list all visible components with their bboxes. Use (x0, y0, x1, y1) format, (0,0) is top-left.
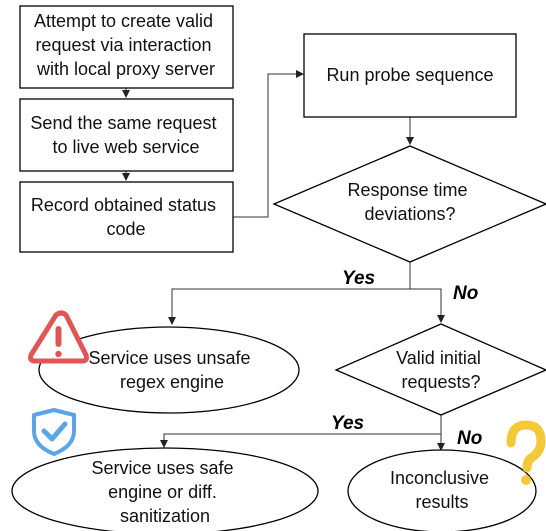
node-send-request-line-2: to live web service (52, 137, 199, 157)
node-attempt-request-line-3: with local proxy server (36, 59, 215, 79)
terminal-unsafe-regex: Service uses unsafe regex engine (38, 326, 300, 414)
edge-valid-yes (160, 415, 442, 448)
node-send-request: Send the same request to live web servic… (19, 98, 234, 172)
decision-valid-requests-line-2: requests? (401, 372, 480, 392)
svg-text:Record obtained status c: Record obtained status code (31, 195, 221, 239)
node-send-request-line-1: Send the same request (30, 113, 216, 133)
node-record-status-line-1: Record obtained status (31, 195, 216, 215)
svg-text:Attempt to create valid: Attempt to create valid request via inte… (34, 11, 218, 79)
terminal-safe-engine-line-2: engine or diff. (108, 482, 217, 502)
label-deviation-no: No (453, 283, 478, 304)
edges (122, 70, 445, 451)
decision-valid-requests: Valid initial requests? (334, 323, 546, 416)
label-deviation-yes: Yes (342, 268, 375, 289)
node-record-status: Record obtained status code (19, 181, 234, 253)
svg-text:Send the same request to: Send the same request to live web servic… (30, 113, 221, 157)
terminal-unsafe-regex-line-2: regex engine (120, 372, 224, 392)
decision-response-deviation-line-1: Response time (347, 180, 467, 200)
decision-valid-requests-line-1: Valid initial (396, 348, 481, 368)
edge-deviation-no (410, 288, 445, 323)
node-attempt-request: Attempt to create valid request via inte… (19, 5, 234, 89)
terminal-safe-engine: Service uses safe engine or diff. saniti… (11, 447, 319, 531)
svg-text:Response time deviations: Response time deviations? (347, 180, 472, 224)
node-run-probe-line-1: Run probe sequence (326, 65, 493, 85)
label-valid-no: No (457, 428, 482, 449)
decision-response-deviation-line-2: deviations? (364, 204, 455, 224)
svg-text:Service uses unsafe rege: Service uses unsafe regex engine (88, 348, 255, 392)
node-record-status-line-2: code (106, 219, 145, 239)
terminal-inconclusive-line-2: results (415, 492, 468, 512)
shield-check-icon (32, 408, 76, 456)
terminal-safe-engine-line-1: Service uses safe (91, 458, 233, 478)
svg-text:Service uses safe engine: Service uses safe engine or diff. saniti… (91, 458, 238, 526)
edge-record-to-probe (233, 70, 304, 218)
terminal-inconclusive-line-1: Inconclusive (390, 468, 489, 488)
decision-response-deviation: Response time deviations? (272, 145, 546, 263)
svg-text:Inconclusive results: Inconclusive results (390, 468, 494, 512)
node-attempt-request-line-1: Attempt to create valid (34, 11, 213, 31)
node-attempt-request-line-2: request via interaction (35, 35, 211, 55)
label-valid-yes: Yes (331, 413, 364, 434)
terminal-safe-engine-line-3: sanitization (120, 506, 210, 526)
question-mark-icon (506, 420, 546, 485)
svg-text:Valid initial requests?: Valid initial requests? (396, 348, 486, 392)
edge-deviation-yes (168, 288, 410, 325)
terminal-unsafe-regex-line-1: Service uses unsafe (88, 348, 250, 368)
node-run-probe: Run probe sequence (303, 33, 517, 118)
terminal-inconclusive: Inconclusive results (347, 449, 537, 531)
warning-triangle-icon (28, 310, 89, 364)
